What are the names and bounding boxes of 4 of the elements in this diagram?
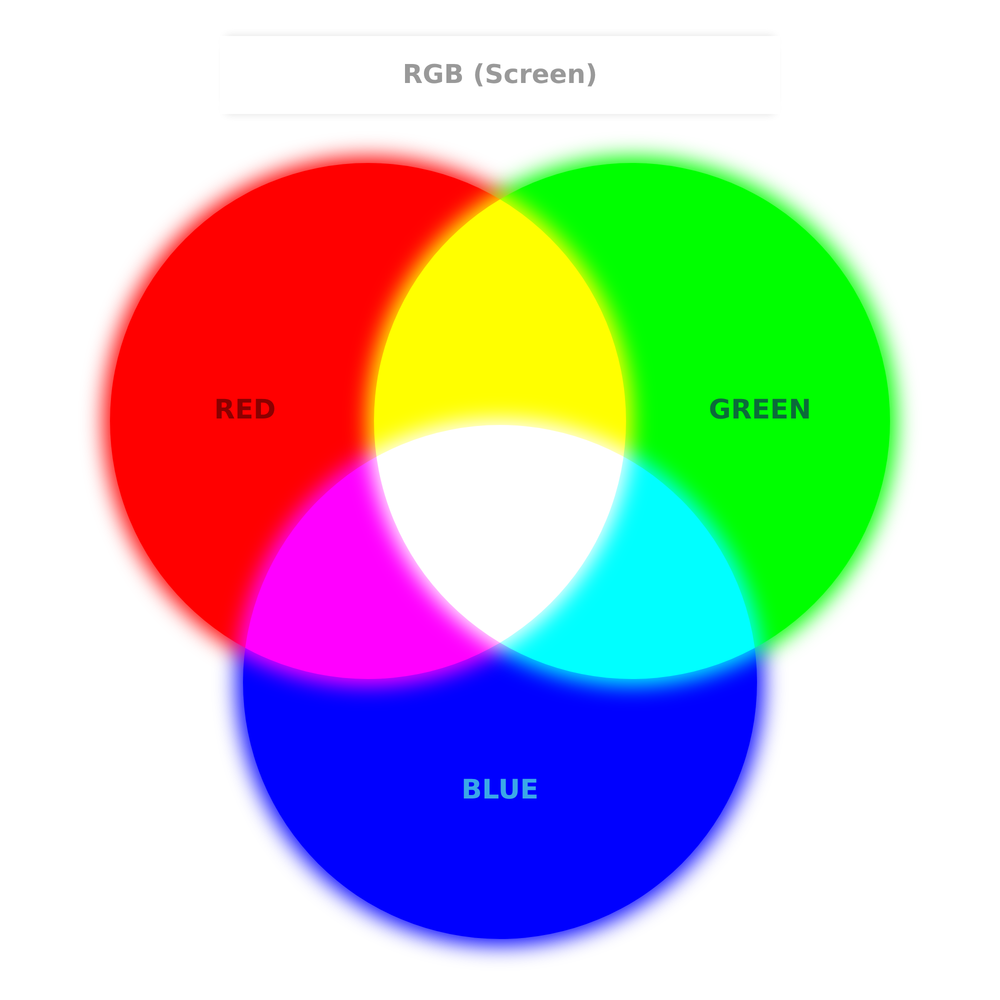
circle-label: RED [214,394,276,426]
circle-label: BLUE [461,774,539,806]
circle-label: GREEN [708,394,812,426]
title: RGB (Screen) [402,60,598,90]
